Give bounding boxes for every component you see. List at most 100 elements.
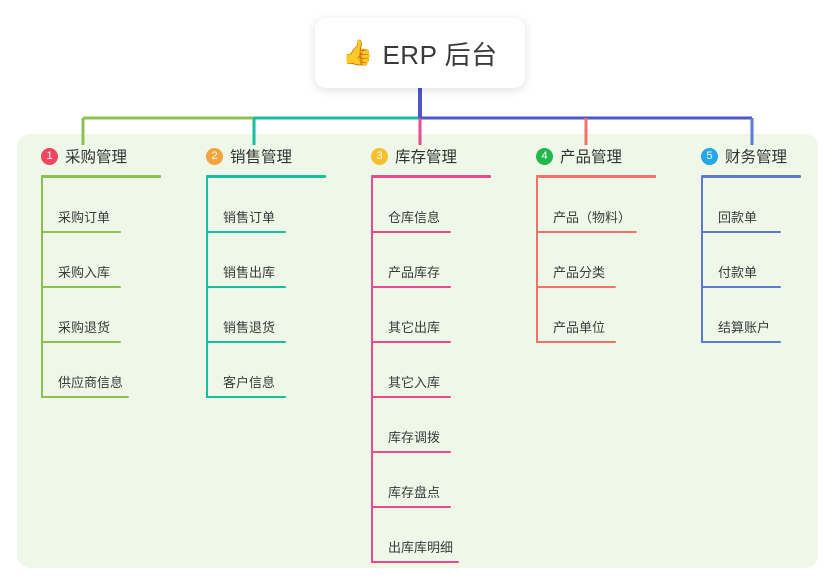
content-panel — [17, 134, 818, 568]
menu-item-rule — [701, 231, 781, 233]
menu-item[interactable]: 供应商信息 — [41, 343, 182, 398]
menu-item-label: 销售订单 — [223, 210, 276, 225]
menu-item[interactable]: 其它入库 — [371, 343, 512, 398]
menu-item-rule — [206, 286, 286, 288]
column-badge-5: 5 — [701, 147, 718, 165]
menu-item[interactable]: 其它出库 — [371, 288, 512, 343]
column-title-3: 库存管理 — [395, 149, 458, 166]
menu-item-label: 销售退货 — [223, 320, 276, 335]
menu-item[interactable]: 付款单 — [701, 233, 818, 288]
menu-item-label: 客户信息 — [223, 375, 276, 390]
menu-item[interactable]: 销售订单 — [206, 178, 347, 233]
column-header-4[interactable]: 4 产品管理 — [512, 143, 677, 169]
column-spine-2 — [206, 178, 208, 398]
menu-item-label: 库存调拨 — [388, 430, 441, 445]
column-header-rule-1 — [41, 175, 161, 178]
menu-item-rule — [371, 506, 451, 508]
menu-item-label: 采购退货 — [58, 320, 111, 335]
menu-item-label: 其它入库 — [388, 375, 441, 390]
column-title-4: 产品管理 — [560, 149, 623, 166]
menu-item-label: 结算账户 — [718, 320, 771, 335]
column-badge-2: 2 — [206, 147, 223, 165]
menu-item[interactable]: 库存盘点 — [371, 453, 512, 508]
column-2: 2 销售管理销售订单销售出库销售退货客户信息 — [182, 134, 347, 568]
column-badge-1: 1 — [41, 147, 58, 165]
menu-item[interactable]: 客户信息 — [206, 343, 347, 398]
menu-item-rule — [371, 286, 451, 288]
menu-item-label: 采购入库 — [58, 265, 111, 280]
column-spine-5 — [701, 178, 703, 343]
column-header-5[interactable]: 5 财务管理 — [677, 143, 818, 169]
menu-item-label: 库存盘点 — [388, 485, 441, 500]
menu-item-label: 付款单 — [718, 265, 758, 280]
menu-item-label: 产品（物料） — [553, 210, 632, 225]
menu-item[interactable]: 仓库信息 — [371, 178, 512, 233]
menu-item-label: 产品单位 — [553, 320, 606, 335]
menu-item-rule — [536, 341, 616, 343]
menu-item-label: 仓库信息 — [388, 210, 441, 225]
column-title-5: 财务管理 — [725, 149, 788, 166]
column-spine-3 — [371, 178, 373, 563]
menu-item-label: 其它出库 — [388, 320, 441, 335]
column-header-rule-3 — [371, 175, 491, 178]
menu-item-label: 销售出库 — [223, 265, 276, 280]
column-header-2[interactable]: 2 销售管理 — [182, 143, 347, 169]
menu-item-rule — [206, 396, 286, 398]
menu-item-rule — [371, 341, 451, 343]
column-5: 5 财务管理回款单付款单结算账户 — [677, 134, 818, 568]
columns-container: 1 采购管理采购订单采购入库采购退货供应商信息 2 销售管理销售订单销售出库销售退货客… — [17, 134, 818, 568]
menu-item-rule — [206, 341, 286, 343]
column-header-rule-2 — [206, 175, 326, 178]
menu-item[interactable]: 回款单 — [701, 178, 818, 233]
menu-item-label: 回款单 — [718, 210, 758, 225]
menu-item[interactable]: 出库库明细 — [371, 508, 512, 563]
menu-item[interactable]: 采购订单 — [41, 178, 182, 233]
column-items-5: 回款单付款单结算账户 — [701, 178, 818, 343]
menu-item-rule — [536, 231, 637, 233]
menu-item-label: 供应商信息 — [58, 375, 124, 390]
column-header-3[interactable]: 3 库存管理 — [347, 143, 512, 169]
menu-item[interactable]: 产品单位 — [536, 288, 677, 343]
menu-item-label: 产品库存 — [388, 265, 441, 280]
menu-item-rule — [371, 451, 451, 453]
root-title: ERP 后台 — [382, 39, 498, 70]
thumbs-up-icon: 👍 — [342, 38, 374, 67]
column-3: 3 库存管理仓库信息产品库存其它出库其它入库库存调拨库存盘点出库库明细 — [347, 134, 512, 568]
menu-item[interactable]: 采购退货 — [41, 288, 182, 343]
column-items-2: 销售订单销售出库销售退货客户信息 — [206, 178, 347, 398]
column-header-rule-4 — [536, 175, 656, 178]
column-spine-4 — [536, 178, 538, 343]
menu-item[interactable]: 采购入库 — [41, 233, 182, 288]
menu-item-rule — [41, 286, 121, 288]
column-items-4: 产品（物料） 产品分类产品单位 — [536, 178, 677, 343]
column-badge-4: 4 — [536, 147, 553, 165]
menu-item-label: 出库库明细 — [388, 540, 454, 555]
menu-item[interactable]: 结算账户 — [701, 288, 818, 343]
menu-item-rule — [206, 231, 286, 233]
column-title-2: 销售管理 — [230, 149, 293, 166]
menu-item[interactable]: 产品库存 — [371, 233, 512, 288]
menu-item-rule — [371, 561, 459, 563]
menu-item-rule — [701, 286, 781, 288]
menu-item-label: 采购订单 — [58, 210, 111, 225]
menu-item-label: 产品分类 — [553, 265, 606, 280]
column-badge-3: 3 — [371, 147, 388, 165]
column-items-3: 仓库信息产品库存其它出库其它入库库存调拨库存盘点出库库明细 — [371, 178, 512, 563]
column-spine-1 — [41, 178, 43, 398]
menu-item[interactable]: 销售出库 — [206, 233, 347, 288]
column-1: 1 采购管理采购订单采购入库采购退货供应商信息 — [17, 134, 182, 568]
root-node[interactable]: 👍 ERP 后台 — [315, 18, 525, 88]
menu-item[interactable]: 产品分类 — [536, 233, 677, 288]
menu-item[interactable]: 库存调拨 — [371, 398, 512, 453]
menu-item[interactable]: 产品（物料） — [536, 178, 677, 233]
menu-item[interactable]: 销售退货 — [206, 288, 347, 343]
menu-item-rule — [371, 231, 451, 233]
menu-item-rule — [701, 341, 781, 343]
column-4: 4 产品管理产品（物料） 产品分类产品单位 — [512, 134, 677, 568]
column-header-rule-5 — [701, 175, 801, 178]
menu-item-rule — [536, 286, 616, 288]
column-title-1: 采购管理 — [65, 149, 128, 166]
column-header-1[interactable]: 1 采购管理 — [17, 143, 182, 169]
menu-item-rule — [41, 396, 129, 398]
menu-item-rule — [41, 341, 121, 343]
